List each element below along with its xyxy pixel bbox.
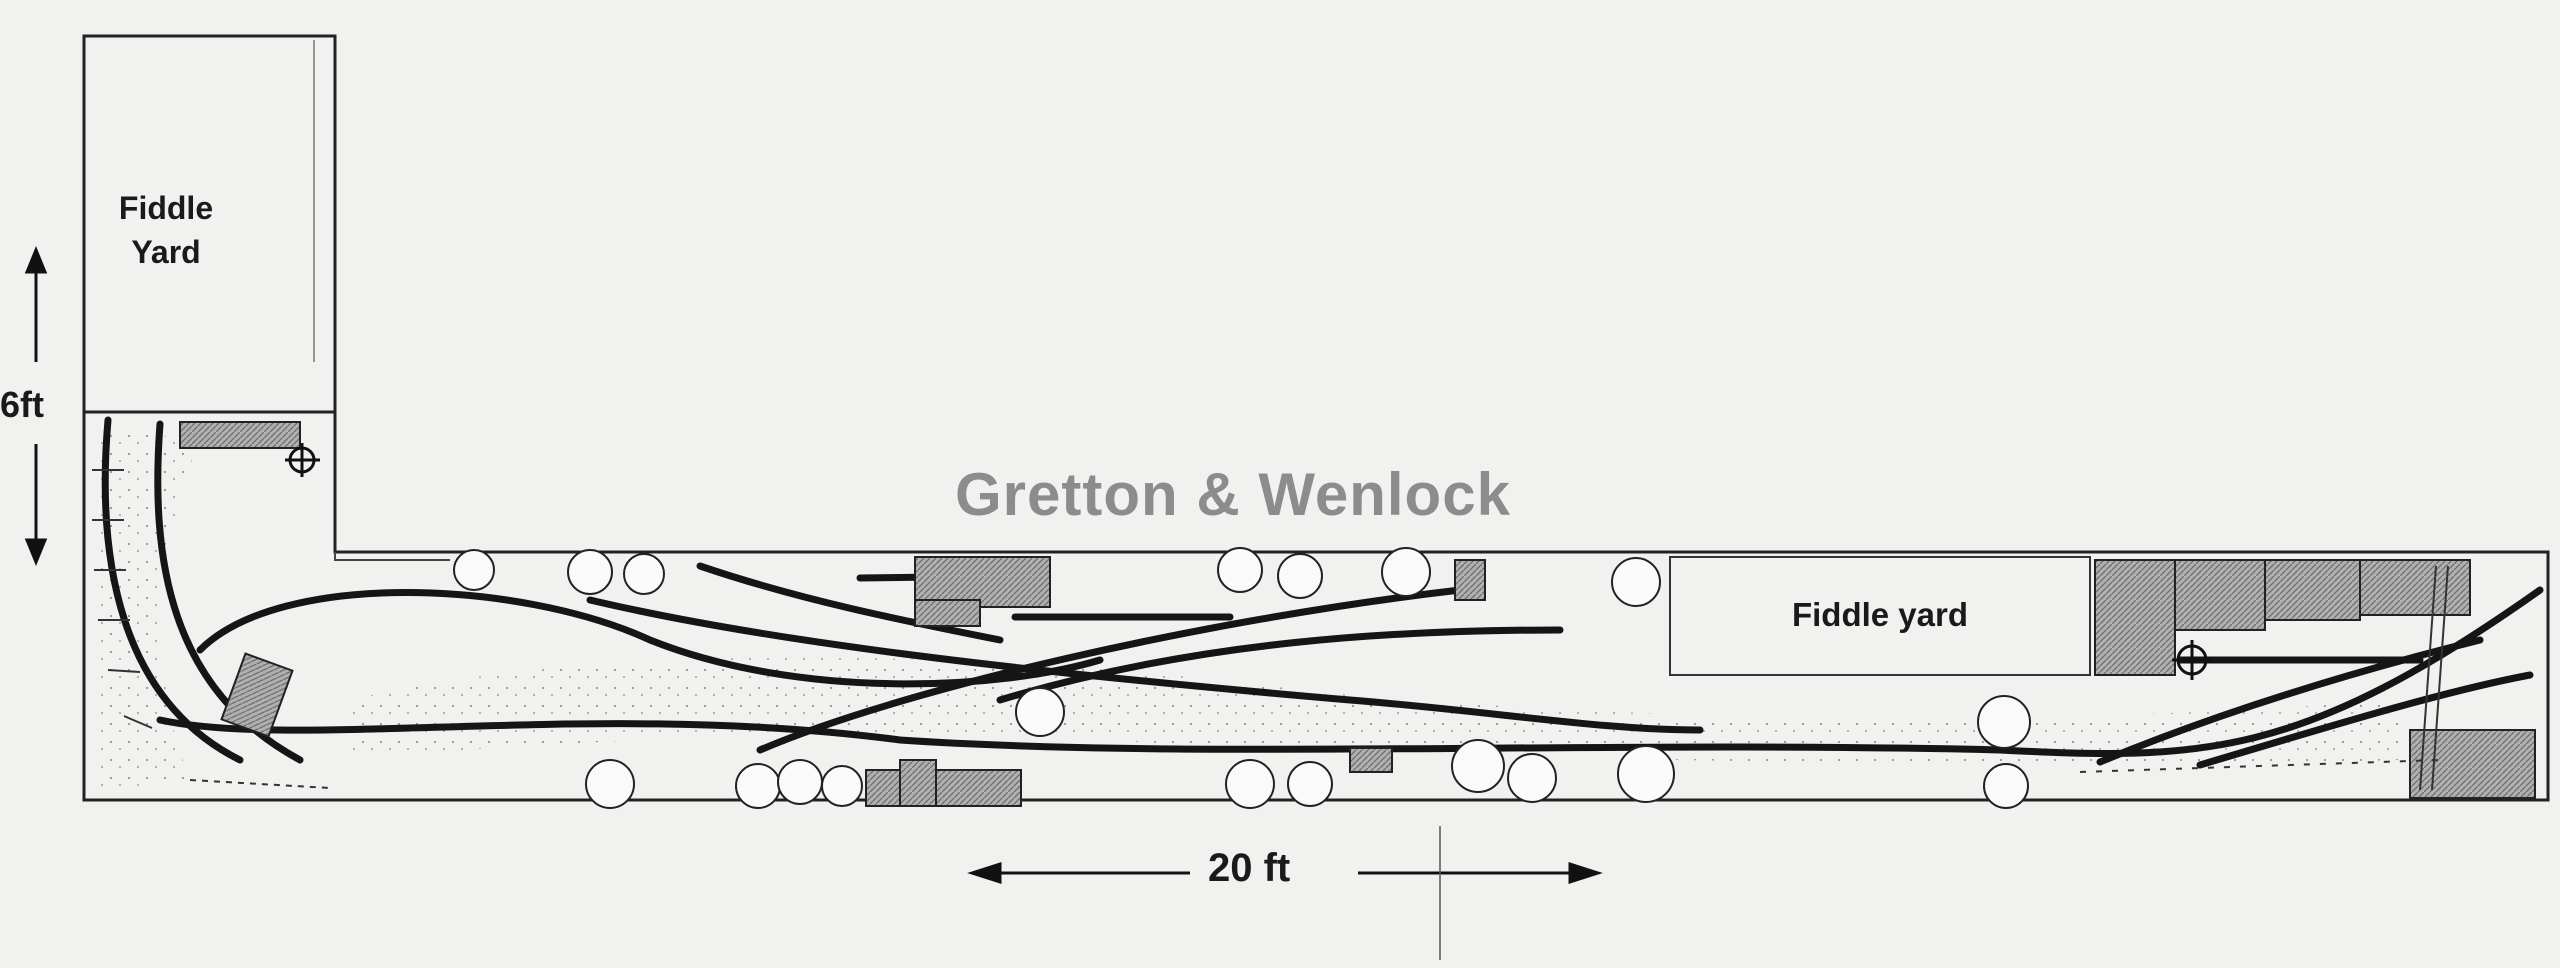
height-dimension-label: 6ft: [0, 384, 44, 425]
building-station-small: [914, 599, 981, 627]
building-right-block-4: [2359, 559, 2471, 616]
fiddle-yard-left-label-line1: Fiddle: [118, 190, 214, 226]
tree: [1381, 547, 1431, 597]
fiddle-yard-left-label-line2: Yard: [131, 234, 201, 270]
tree: [1015, 687, 1065, 737]
track-siding-upper: [696, 562, 1004, 644]
tree: [453, 549, 495, 591]
track-crossing-a: [586, 596, 1704, 734]
trees: [453, 547, 2031, 809]
tree: [1217, 547, 1263, 593]
building-top-left-shed: [179, 421, 301, 449]
tree: [1277, 553, 1323, 599]
building-right-block-1: [2094, 559, 2176, 676]
track-crossing-b: [756, 586, 1464, 754]
track-crossing-c: [996, 626, 1564, 704]
length-dimension-arrow: [967, 826, 1603, 960]
building-left-shed: [220, 652, 294, 738]
tree: [1617, 745, 1675, 803]
line-details: [189, 565, 2449, 791]
track-right-branch-2: [2196, 671, 2534, 769]
tree: [585, 759, 635, 809]
buildings: [179, 421, 2536, 807]
track-right-branch-1: [2096, 636, 2484, 766]
building-goods-shed: [914, 556, 1051, 608]
height-dimension-arrow: [24, 246, 48, 566]
building-right-block-2: [2174, 559, 2266, 631]
track-sleepers-left: [92, 469, 153, 729]
fiddle-yard-right-label: Fiddle yard: [1791, 596, 1969, 633]
tree: [1983, 763, 2029, 809]
tree: [777, 759, 823, 805]
tree: [1287, 761, 1333, 807]
diagram-title: Gretton & Wenlock: [955, 461, 1511, 528]
building-right-corner: [2409, 729, 2536, 799]
tree: [1507, 753, 1557, 803]
tree: [1977, 695, 2031, 749]
building-right-block-3: [2264, 559, 2361, 621]
tree: [567, 549, 613, 595]
tree: [1451, 739, 1505, 793]
scenic-ground-left: [100, 430, 200, 790]
tree: [1225, 759, 1275, 809]
tree: [623, 553, 665, 595]
tree: [1611, 557, 1661, 607]
tree: [821, 765, 863, 807]
baseboard-inner-corner: [334, 552, 450, 561]
fiddle-yard-left-label: Fiddle Yard: [84, 186, 248, 274]
building-cabin: [1349, 747, 1393, 773]
fiddle-yard-right-box: [1669, 556, 2091, 676]
building-signal-box: [1454, 559, 1486, 601]
building-platform-low: [865, 769, 1022, 807]
length-dimension-label: 20 ft: [1208, 846, 1291, 890]
building-platform-low-2: [899, 759, 937, 807]
turntables: [285, 443, 2212, 680]
tree: [735, 763, 781, 809]
baseboard-outline: [82, 412, 2550, 802]
